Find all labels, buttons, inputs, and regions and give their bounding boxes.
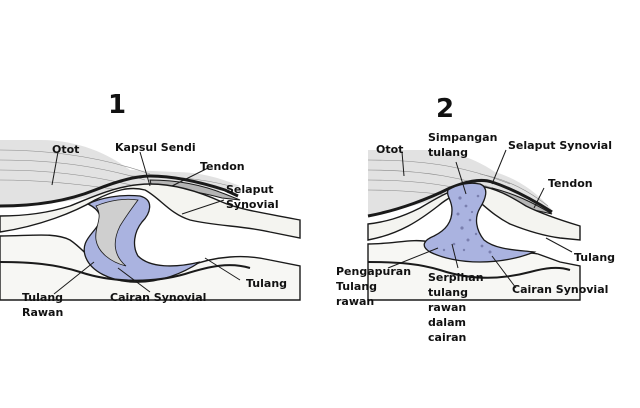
label-tulang-rawan: Tulang Rawan bbox=[22, 291, 64, 319]
joint-capsule bbox=[0, 174, 239, 208]
upper-bone bbox=[0, 183, 301, 239]
lower-capsule bbox=[367, 261, 571, 279]
muscle-fibres bbox=[0, 149, 231, 191]
label-pengapuran: Pengapuran Tulang rawan bbox=[336, 265, 412, 308]
label-tendon: Tendon bbox=[200, 160, 245, 173]
upper-bone bbox=[367, 185, 581, 241]
diagram-1: 1 Otot bbox=[0, 90, 301, 319]
diagram-number-1: 1 bbox=[108, 90, 127, 120]
cartilage bbox=[95, 198, 139, 267]
joint-illustration-1 bbox=[0, 140, 301, 301]
synovial-cavity bbox=[423, 182, 537, 263]
cartilage-debris bbox=[442, 194, 492, 254]
label-serpihan: Serpihan tulang rawan dalam cairan bbox=[428, 271, 484, 344]
label-selaput-synovial: Selaput Synovial bbox=[226, 183, 279, 211]
label-tendon: Tendon bbox=[548, 177, 593, 190]
pointer-lines bbox=[51, 151, 241, 295]
label-cairan-synovial: Cairan Synovial bbox=[110, 291, 207, 304]
diagram-2: 2 bbox=[320, 0, 640, 408]
label-tulang: Tulang bbox=[246, 277, 288, 290]
label-tulang: Tulang bbox=[574, 251, 616, 264]
lower-capsule bbox=[0, 261, 251, 282]
joint-capsule bbox=[367, 178, 553, 218]
joint-illustration-2 bbox=[367, 149, 581, 301]
label-otot: Otot bbox=[52, 143, 80, 156]
pointer-lines bbox=[387, 149, 573, 289]
label-simpangan-tulang: Simpangan tulang bbox=[428, 131, 498, 159]
label-otot: Otot bbox=[376, 143, 404, 156]
label-kapsul-sendi: Kapsul Sendi bbox=[115, 141, 196, 154]
diagram-number-2: 2 bbox=[436, 94, 455, 124]
label-cairan-synovial: Cairan Synovial bbox=[512, 283, 609, 296]
label-selaput-synovial: Selaput Synovial bbox=[508, 139, 612, 152]
